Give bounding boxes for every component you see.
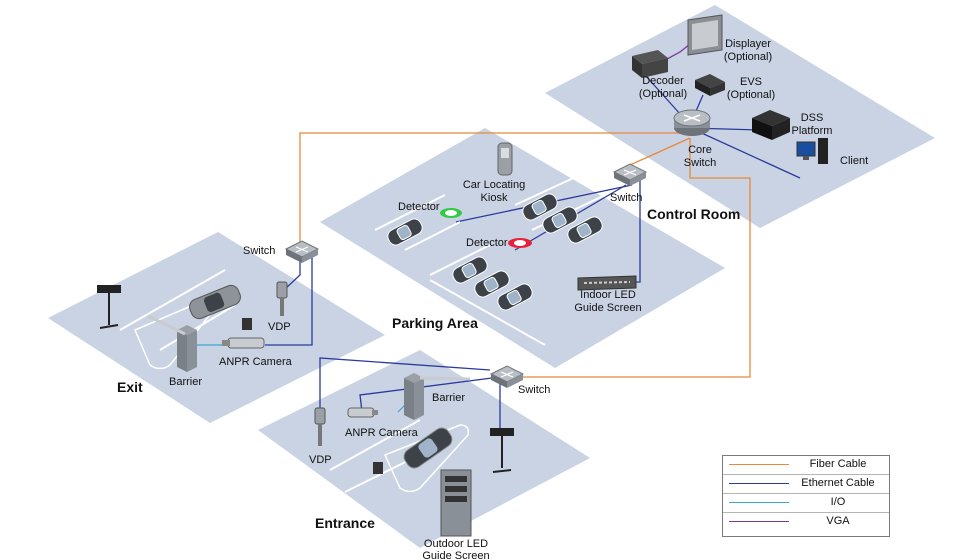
- entrance-lane-outline: [383, 424, 470, 493]
- indoor-led-guide-screen-icon: [577, 275, 637, 291]
- switch-parking-label: Switch: [610, 192, 642, 204]
- client-label: Client: [840, 155, 868, 167]
- legend-item-ethernet: Ethernet Cable: [723, 475, 889, 494]
- legend: Fiber Cable Ethernet Cable I/O VGA: [722, 455, 890, 537]
- displayer-icon: [687, 14, 723, 56]
- client-computer-icon: [796, 138, 828, 164]
- evs-label: EVS(Optional): [727, 76, 775, 101]
- legend-item-fiber: Fiber Cable: [723, 456, 889, 475]
- decoder-icon: [632, 50, 668, 78]
- switch-parking-icon: [612, 163, 648, 186]
- entrance-led-sign-icon: [490, 428, 514, 473]
- outdoor-led-guide-screen-icon: [440, 469, 472, 537]
- vga-cable-swatch: [729, 521, 789, 522]
- dss-platform-icon: [752, 110, 790, 140]
- legend-label: I/O: [830, 496, 846, 508]
- detector-1-label: Detector: [398, 201, 440, 213]
- detector-1-icon: [440, 208, 462, 218]
- barrier-entrance-icon: [404, 373, 471, 420]
- entrance-title: Entrance: [315, 515, 375, 531]
- fiber-cables: [299, 132, 751, 378]
- parking-area-platform: [320, 128, 725, 368]
- core-switch-icon: [673, 109, 711, 136]
- decoder-label: Decoder(Optional): [639, 75, 687, 100]
- exit-title: Exit: [117, 379, 143, 395]
- exit-led-sign-icon: [97, 285, 121, 329]
- anpr-camera-entrance-icon: [347, 407, 378, 418]
- vdp-entrance-icon: [314, 407, 326, 446]
- car-icon: [474, 270, 510, 298]
- parked-cars: [387, 193, 603, 311]
- detector-2-icon: [508, 238, 532, 248]
- ethernet-cable-swatch: [729, 483, 789, 484]
- legend-item-io: I/O: [723, 494, 889, 513]
- switch-exit-label: Switch: [243, 245, 275, 257]
- legend-label: Fiber Cable: [809, 458, 867, 470]
- car-icon: [452, 256, 488, 284]
- legend-label: Ethernet Cable: [801, 477, 875, 489]
- car-icon: [522, 193, 558, 221]
- barrier-entrance-label: Barrier: [432, 392, 465, 404]
- car-icon: [542, 206, 578, 234]
- car-icon: [497, 283, 533, 311]
- switch-exit-icon: [284, 240, 320, 263]
- barrier-exit-icon: [147, 314, 197, 372]
- exit-io-module-icon: [242, 318, 252, 330]
- entrance-io-module-icon: [373, 462, 383, 474]
- io-cable-swatch: [729, 502, 789, 503]
- fiber-cable-swatch: [729, 464, 789, 465]
- legend-label: VGA: [826, 515, 850, 527]
- entrance-car-icon: [403, 427, 453, 469]
- anpr-camera-exit-label: ANPR Camera: [219, 356, 293, 368]
- car-icon: [567, 216, 603, 244]
- control-room-title: Control Room: [647, 206, 740, 222]
- vdp-exit-label: VDP: [268, 321, 291, 333]
- evs-icon: [695, 74, 725, 96]
- car-locating-kiosk-icon: [497, 142, 513, 176]
- legend-item-vga: VGA: [723, 513, 889, 531]
- exit-platform: [48, 232, 385, 423]
- switch-entrance-label: Switch: [518, 384, 550, 396]
- vdp-exit-icon: [276, 281, 288, 316]
- detector-2-label: Detector: [466, 237, 508, 249]
- switch-entrance-icon: [489, 365, 525, 388]
- anpr-camera-entrance-label: ANPR Camera: [345, 427, 419, 439]
- anpr-camera-exit-icon: [222, 337, 265, 349]
- vdp-entrance-label: VDP: [309, 454, 332, 466]
- car-icon: [387, 218, 423, 246]
- exit-car-icon: [189, 284, 241, 320]
- parking-area-title: Parking Area: [392, 315, 478, 331]
- barrier-exit-label: Barrier: [169, 376, 202, 388]
- displayer-label: Displayer(Optional): [724, 38, 772, 63]
